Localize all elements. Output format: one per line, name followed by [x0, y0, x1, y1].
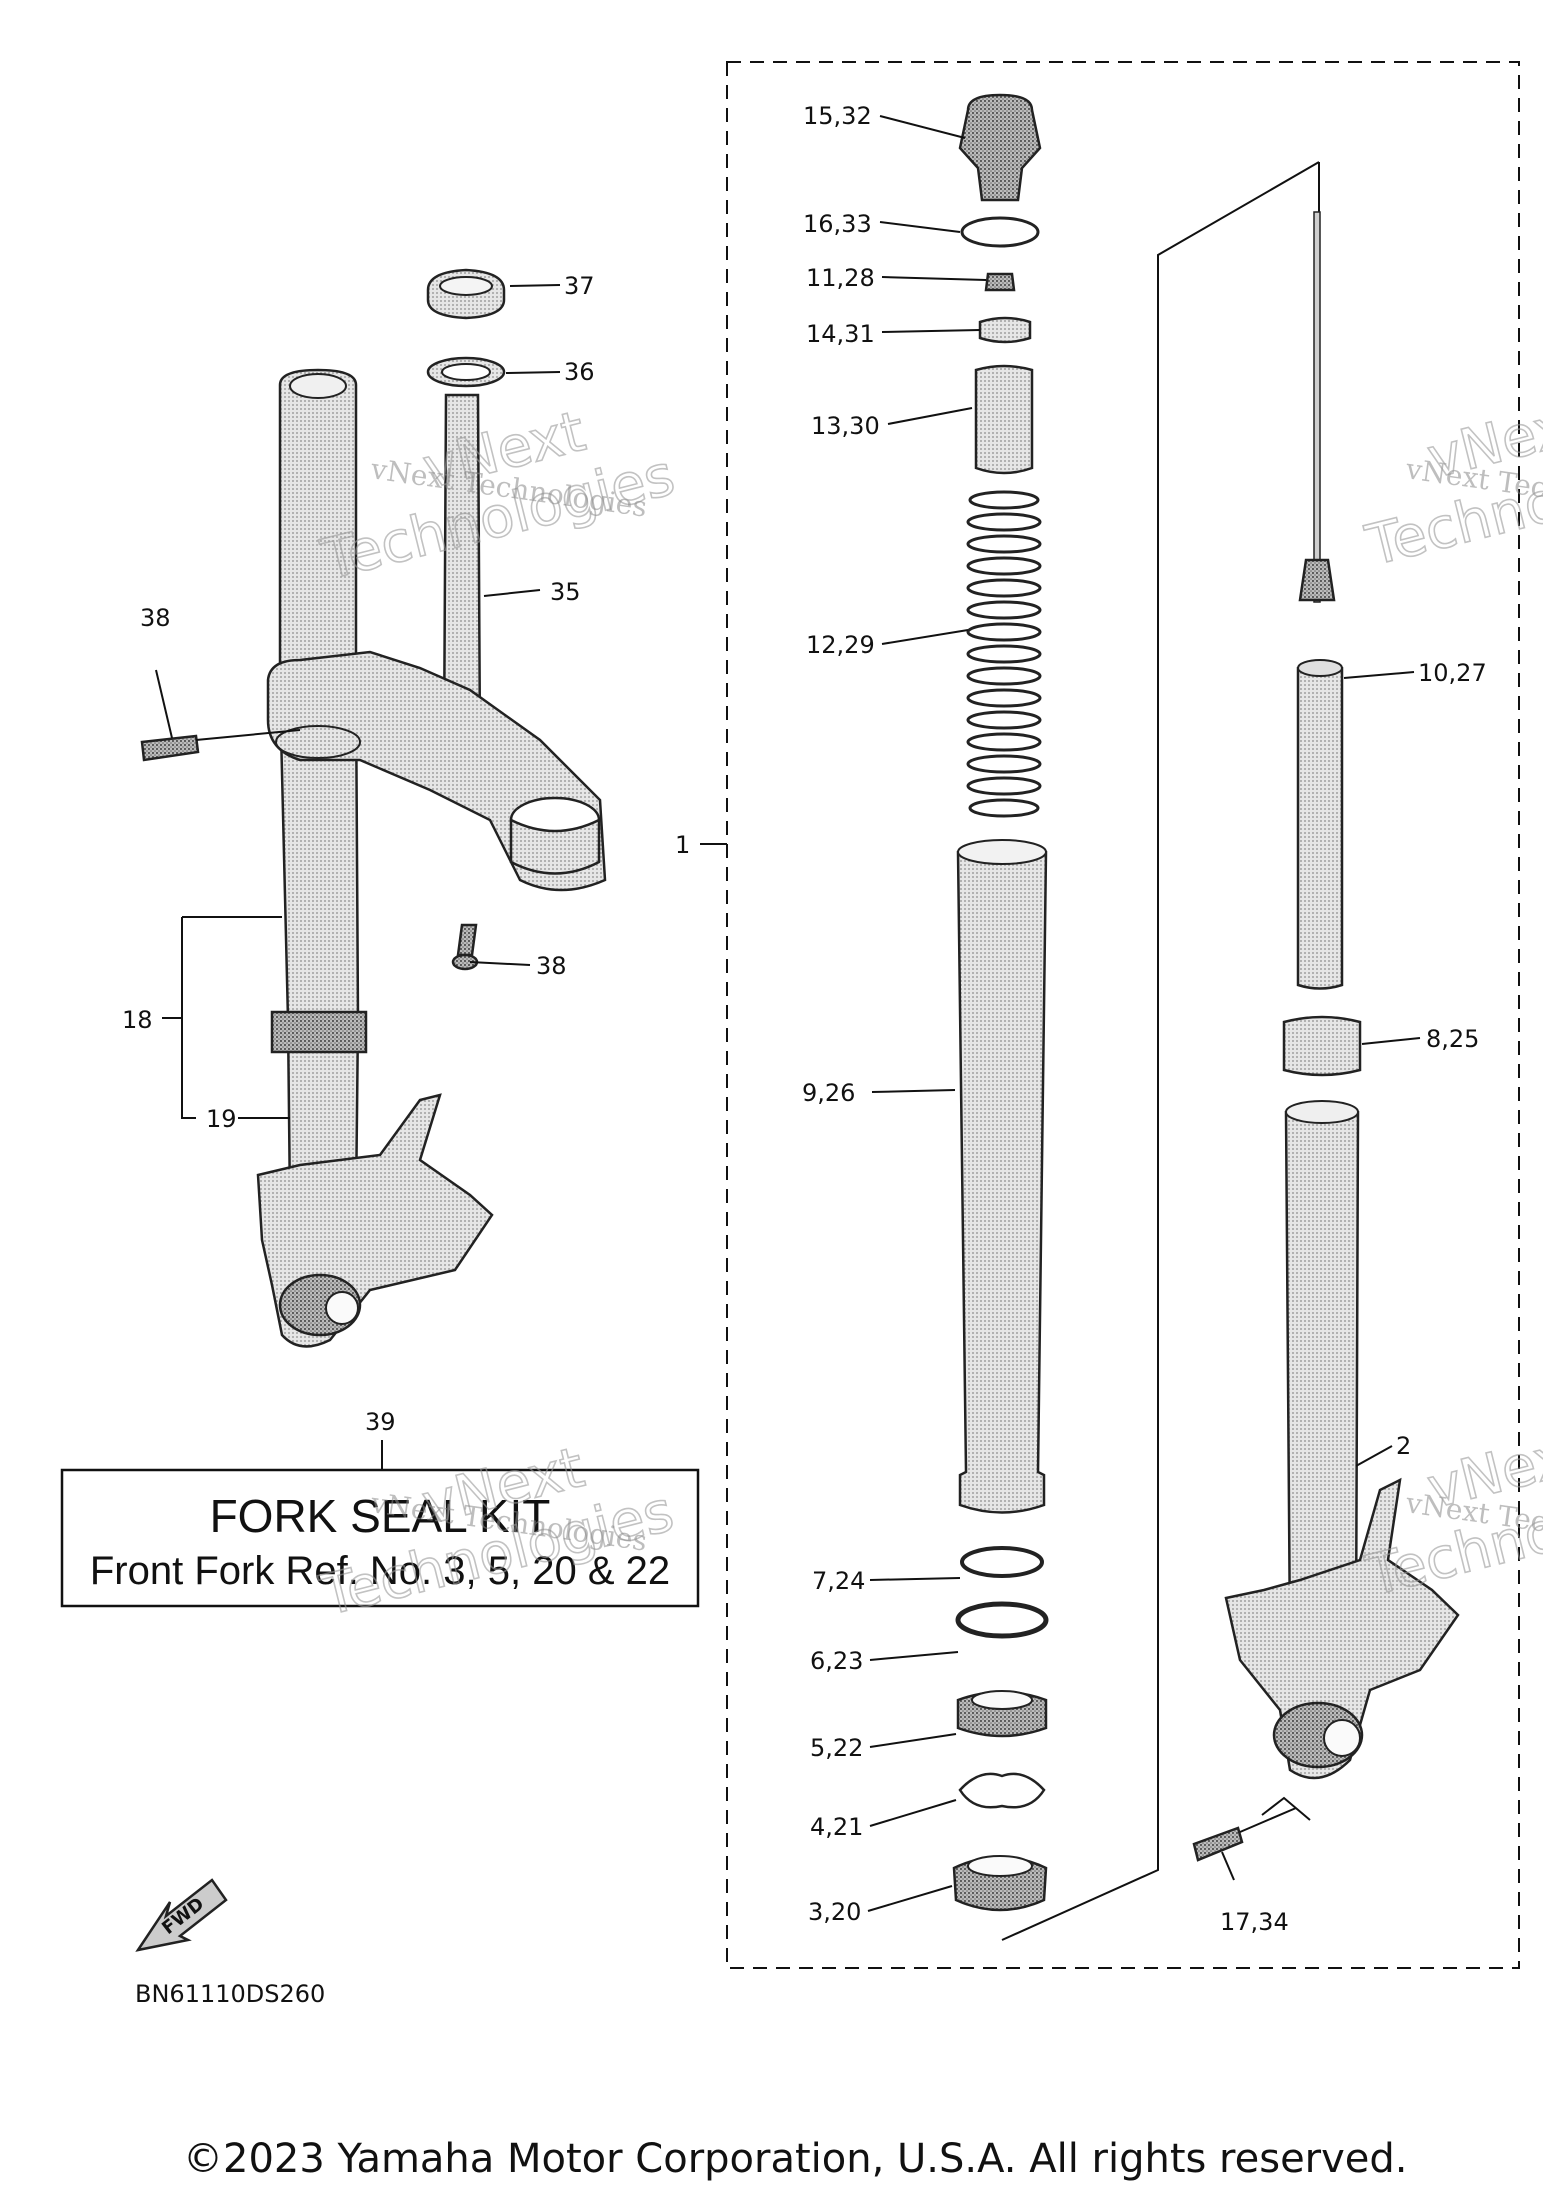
callout-38-lower: 38: [536, 952, 567, 980]
kit-subtitle: Front Fork Ref. No. 3, 5, 20 & 22: [90, 1549, 670, 1593]
callout-36: 36: [564, 358, 595, 386]
callout-labels: 15,32 16,33 11,28 14,31 13,30 12,29 1 9,…: [122, 102, 1487, 1936]
callout-35: 35: [550, 578, 581, 606]
callout-5-22: 5,22: [810, 1734, 863, 1762]
leader-lines: [155, 115, 1421, 1912]
callout-15-32: 15,32: [803, 102, 872, 130]
callout-19: 19: [206, 1105, 237, 1133]
callout-2: 2: [1396, 1432, 1411, 1460]
copyright: ©2023 Yamaha Motor Corporation, U.S.A. A…: [183, 2136, 1408, 2182]
callout-37: 37: [564, 272, 595, 300]
callout-6-23: 6,23: [810, 1647, 863, 1675]
callout-13-30: 13,30: [811, 412, 880, 440]
callout-10-27: 10,27: [1418, 659, 1487, 687]
callout-11-28: 11,28: [806, 264, 875, 292]
callout-9-26: 9,26: [802, 1079, 855, 1107]
fork-seal-kit-box: FORK SEAL KIT Front Fork Ref. No. 3, 5, …: [60, 1468, 700, 1608]
callout-17-34: 17,34: [1220, 1908, 1289, 1936]
assembly-frame: [726, 61, 1520, 1969]
exploded-parts-illustration: [952, 93, 1049, 1912]
kit-title: FORK SEAL KIT: [210, 1490, 551, 1542]
callout-39: 39: [365, 1408, 396, 1436]
diagram-code: BN61110DS260: [135, 1980, 325, 2008]
callout-1: 1: [675, 831, 690, 859]
callout-38-top: 38: [140, 604, 171, 632]
callout-7-24: 7,24: [812, 1567, 865, 1595]
callout-16-33: 16,33: [803, 210, 872, 238]
callout-18: 18: [122, 1006, 153, 1034]
damper-illustration: [1001, 161, 1460, 1941]
callout-14-31: 14,31: [806, 320, 875, 348]
fork-assembly-illustration: [140, 268, 607, 1348]
callout-3-20: 3,20: [808, 1898, 861, 1926]
callout-12-29: 12,29: [806, 631, 875, 659]
fwd-arrow-icon: FWD: [135, 1878, 228, 1952]
callout-8-25: 8,25: [1426, 1025, 1479, 1053]
callout-4-21: 4,21: [810, 1813, 863, 1841]
